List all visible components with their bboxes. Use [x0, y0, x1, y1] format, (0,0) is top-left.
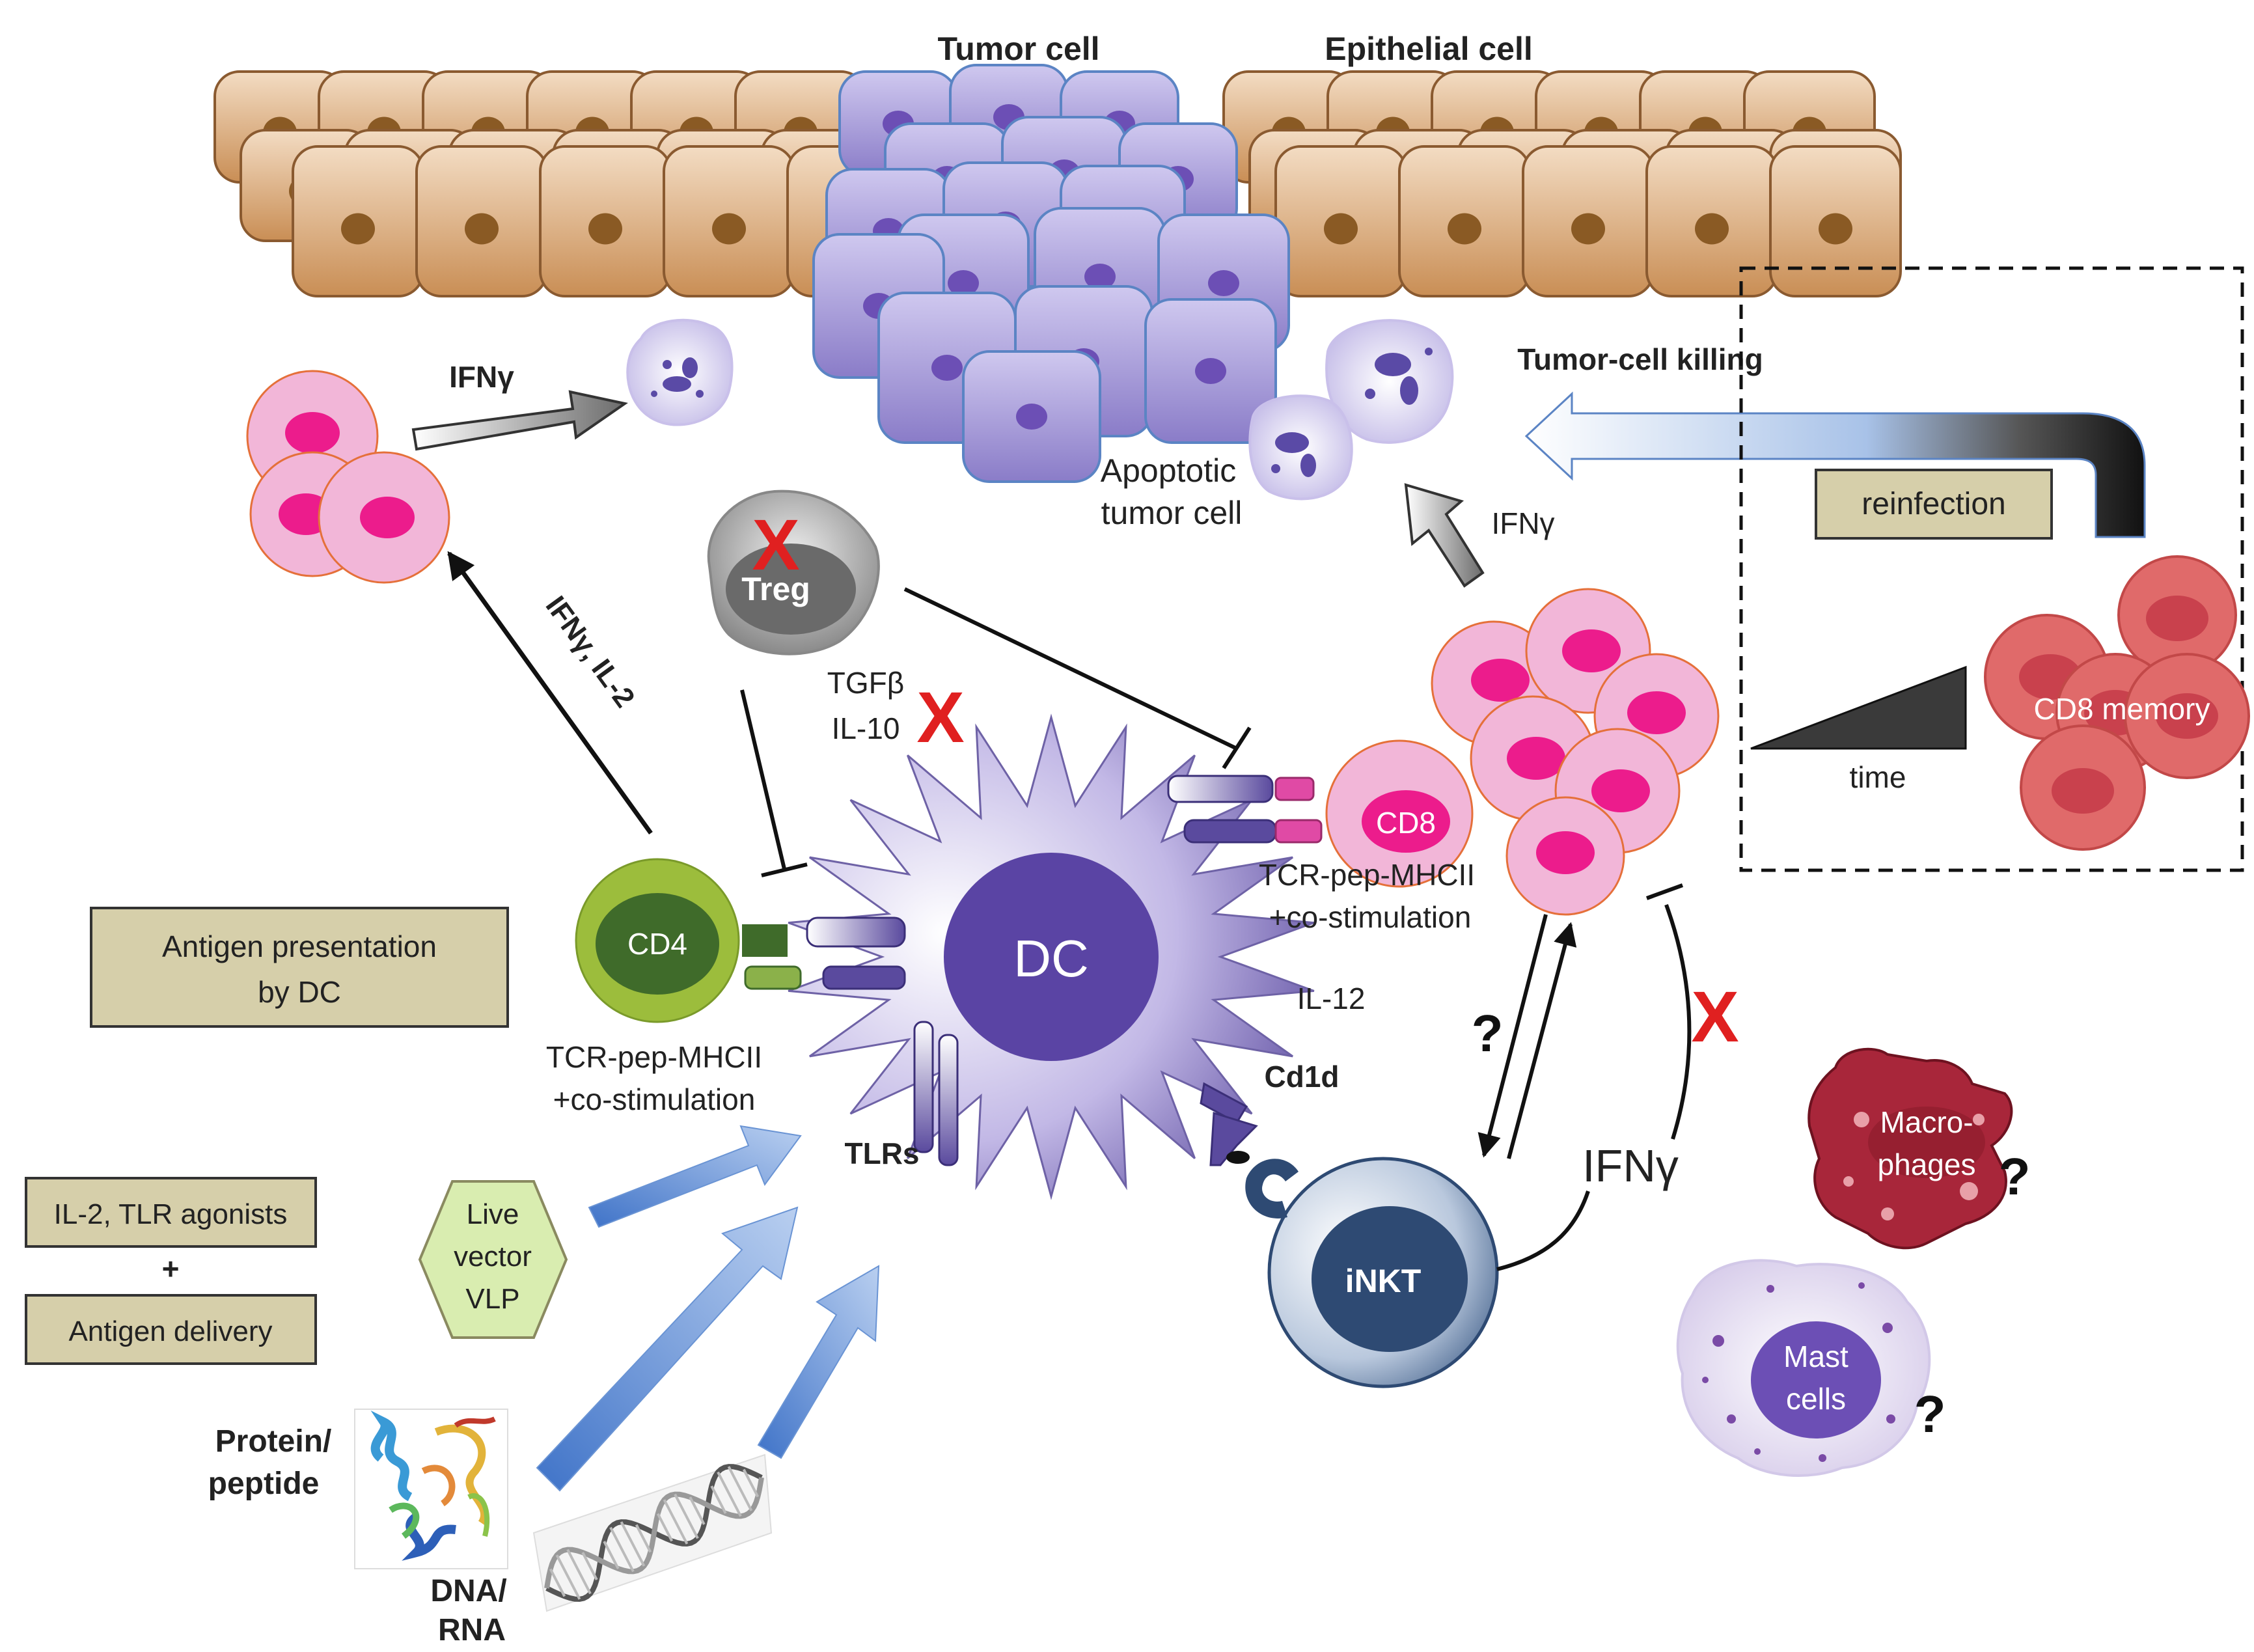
- dna-label-line2: RNA: [438, 1613, 506, 1647]
- cd1d-receptor: [1200, 1082, 1258, 1166]
- tumor-cell: [962, 350, 1101, 483]
- tlr-receptors: [913, 1021, 959, 1166]
- live-vector-line1: Live: [467, 1198, 519, 1230]
- cd8-memory-label: CD8 memory: [2034, 692, 2210, 726]
- il2-tlr-agonists-label: IL-2, TLR agonists: [54, 1198, 288, 1230]
- epithelial-cell: [1398, 145, 1531, 297]
- inkt-cell: [1226, 1151, 1499, 1388]
- apoptotic-tumor-cells: [1248, 319, 1454, 501]
- effector-cell-cluster-left: [246, 370, 450, 584]
- antigen-delivery-box: Antigen delivery: [25, 1294, 317, 1365]
- tumor-killing-arrow: [1524, 391, 2146, 538]
- mast-cell: [1676, 1259, 1931, 1477]
- time-triangle: [1750, 665, 1967, 750]
- macrophages-label-line1: Macro-: [1880, 1105, 1973, 1139]
- antigen-presentation-line2: by DC: [258, 975, 341, 1009]
- tumor-cell-cluster: [812, 64, 1290, 483]
- dc-label: DC: [1013, 929, 1089, 987]
- mast-question-mark-icon: ?: [1914, 1385, 1946, 1443]
- cd8-effector-cluster: [1431, 588, 1720, 916]
- cd1d-label: Cd1d: [1265, 1060, 1340, 1094]
- dna-helix-icon: [532, 1453, 773, 1612]
- tlrs-label: TLRs: [845, 1136, 920, 1170]
- antigen-presentation-line1: Antigen presentation: [162, 929, 437, 963]
- antigen-presentation-box: Antigen presentation by DC: [90, 907, 509, 1028]
- macrophages-question-mark-icon: ?: [1999, 1148, 2031, 1205]
- ifng-arrow-top-left: [411, 390, 628, 451]
- epithelial-cell: [415, 145, 548, 297]
- inkt-ifng-inhibition: [1496, 883, 1692, 1271]
- epithelial-cell: [292, 145, 424, 297]
- tcr-cd8-label-line2: +co-stimulation: [1269, 900, 1472, 934]
- cd8-cell: [1325, 739, 1474, 888]
- treg-cell: [707, 489, 880, 655]
- treg-inhibition-lines: [740, 587, 1252, 877]
- mast-label-line2: cells: [1786, 1382, 1846, 1416]
- cd4-cell: [575, 858, 740, 1023]
- protein-structure-icon: [354, 1409, 508, 1569]
- tcr-cd4-label-line1: TCR-pep-MHCII: [546, 1040, 762, 1074]
- il2-tlr-agonists-box: IL-2, TLR agonists: [25, 1177, 317, 1248]
- treg-x-mark-icon: X: [752, 505, 799, 585]
- time-label: time: [1850, 760, 1906, 794]
- apoptotic-cell-small: [626, 318, 734, 426]
- inkt-x-mark-icon: X: [1691, 977, 1739, 1057]
- mast-label-line1: Mast: [1783, 1340, 1849, 1373]
- epithelial-cell: [1645, 145, 1778, 297]
- epithelial-cell: [1274, 145, 1407, 297]
- apoptotic-label-line2: tumor cell: [1101, 495, 1243, 531]
- cytokine-x-mark-icon: X: [916, 678, 964, 758]
- ifng-label-top: IFNγ: [449, 360, 514, 394]
- ifng-arrow-cd8-up: [1404, 483, 1485, 588]
- live-vector-hexagon-icon: [418, 1180, 568, 1339]
- epithelial-cell: [1522, 145, 1655, 297]
- inkt-label: iNKT: [1345, 1263, 1422, 1299]
- cd4-to-effector-arrow: [447, 551, 653, 835]
- tcr-cd4-label-line2: +co-stimulation: [553, 1082, 756, 1116]
- inkt-question-mark-icon: ?: [1472, 1004, 1504, 1062]
- macrophage-cell: [1807, 1047, 2013, 1250]
- epithelial-cell: [663, 145, 795, 297]
- macrophages-label-line2: phages: [1878, 1148, 1976, 1181]
- protein-label-line1: Protein/: [215, 1424, 332, 1459]
- cd4-label: CD4: [627, 927, 687, 961]
- antigen-delivery-label: Antigen delivery: [68, 1315, 272, 1347]
- cd4-dc-receptors: [742, 916, 906, 990]
- treg-label: Treg: [741, 571, 810, 607]
- reinfection-label: reinfection: [1862, 487, 2005, 521]
- tgfb-label: TGFβ: [827, 666, 904, 700]
- ifng-label-cd8: IFNγ: [1491, 506, 1554, 540]
- epithelial-cell-label: Epithelial cell: [1325, 31, 1533, 67]
- epithelial-cell: [539, 145, 672, 297]
- ifng-il2-label: IFNγ, IL-2: [540, 590, 641, 713]
- apoptotic-label-line1: Apoptotic: [1101, 452, 1236, 489]
- tumor-cell-killing-label: Tumor-cell killing: [1517, 342, 1763, 376]
- live-vector-line3: VLP: [465, 1283, 519, 1315]
- memory-dashed-box: [1739, 266, 2244, 872]
- tcr-cd8-label-line1: TCR-pep-MHCII: [1259, 858, 1475, 892]
- epithelial-cell: [1769, 145, 1902, 297]
- tumor-cell: [1144, 298, 1277, 444]
- cd8-inkt-double-arrow: [1477, 914, 1577, 1159]
- plus-label: +: [162, 1252, 180, 1286]
- tumor-cell-label: Tumor cell: [937, 31, 1099, 67]
- protein-label-line2: peptide: [208, 1466, 320, 1501]
- il10-label: IL-10: [832, 711, 900, 745]
- ifng-label-inkt: IFNγ: [1582, 1140, 1679, 1191]
- dc-cd8-receptors: [1167, 775, 1323, 844]
- il12-label: IL-12: [1297, 982, 1366, 1015]
- live-vector-line2: vector: [454, 1241, 532, 1273]
- cd8-memory-cluster: [1984, 555, 2250, 851]
- cd8-label: CD8: [1376, 806, 1436, 840]
- reinfection-box: reinfection: [1815, 469, 2053, 540]
- dna-label-line1: DNA/: [430, 1574, 506, 1608]
- delivery-arrows: [536, 1125, 880, 1492]
